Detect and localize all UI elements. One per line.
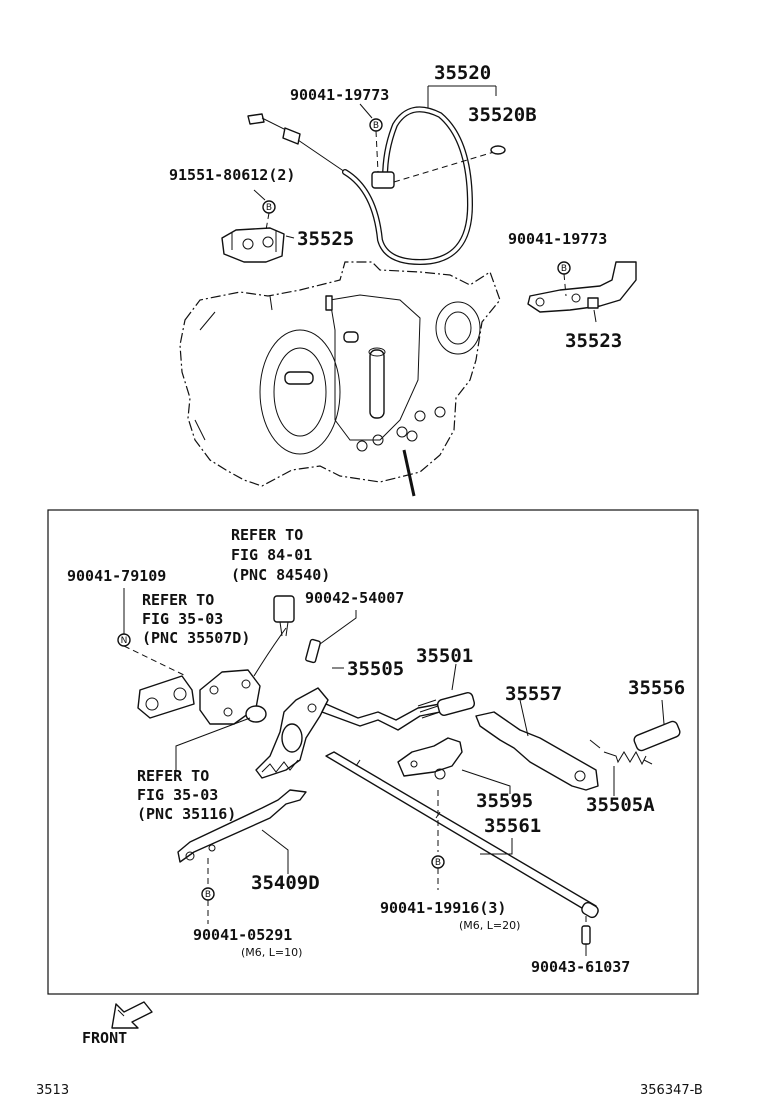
detent-plate [397,737,463,780]
shift-lever-35557 [475,711,599,791]
refer-to-3503b-line2: FIG 35-03 [137,786,218,804]
cable-bracket-35525 [221,227,285,263]
figure-number: 3513 [36,1083,69,1098]
selector-shaft [325,751,599,919]
transmission-case [179,261,501,497]
shaft-seal [245,705,267,723]
part-number-35520: 35520 [434,62,491,84]
drawing-number: 356347-B [640,1083,703,1098]
part-number-90041-19773-a: 90041-19773 [290,86,389,104]
part-number-35409D: 35409D [251,872,320,894]
part-number-90041-05291: 90041-05291 [193,926,292,944]
lock-plate [137,675,195,719]
part-number-35556: 35556 [628,677,685,699]
part-number-35595: 35595 [476,790,533,812]
refer-to-3503b-line1: REFER TO [137,767,209,785]
part-number-35525: 35525 [297,228,354,250]
part-number-35505: 35505 [347,658,404,680]
part-number-90041-19773-b: 90041-19773 [508,230,607,248]
part-number-35505A: 35505A [586,794,655,816]
detent-pin [633,720,681,752]
part-number-90041-19916: 90041-19916(3) [380,899,506,917]
svg-text:B: B [435,858,441,868]
svg-text:N: N [121,636,128,646]
part-number-35561: 35561 [484,815,541,837]
part-number-35523: 35523 [565,330,622,352]
front-label: FRONT [82,1029,127,1047]
detail-frame [47,509,699,995]
refer-to-3503a-line1: REFER TO [142,591,214,609]
refer-to-3503a-line2: FIG 35-03 [142,610,223,628]
bolt-symbol-n: N [117,633,131,647]
refer-to-3503a-line3: (PNC 35507D) [142,629,250,647]
shift-cable [247,106,506,266]
svg-text:B: B [266,203,272,213]
neutral-start-switch [199,595,295,725]
cable-bracket-35523 [527,261,637,313]
refer-to-84-line1: REFER TO [231,526,303,544]
bolt-symbol-b-2: B [262,200,276,214]
bolt-symbol-b-1: B [369,118,383,132]
svg-text:B: B [561,264,567,274]
manual-valve-lever-shaft [321,692,476,731]
refer-to-84-line3: (PNC 84540) [231,566,330,584]
part-number-90043-61037: 90043-61037 [531,958,630,976]
refer-to-3503b-line3: (PNC 35116) [137,805,236,823]
part-number-90041-79109: 90041-79109 [67,567,166,585]
front-arrow-icon [111,1001,153,1029]
bolt-symbol-b-3: B [557,261,571,275]
part-number-35557: 35557 [505,683,562,705]
part-number-35501: 35501 [416,645,473,667]
refer-to-84-line2: FIG 84-01 [231,546,312,564]
part-number-35520B: 35520B [468,104,537,126]
bolt-symbol-b-5: B [201,887,215,901]
svg-text:B: B [373,121,379,131]
part-number-90042-54007: 90042-54007 [305,589,404,607]
control-shaft-lever [255,687,329,779]
lever-bracket-35409D [177,789,307,863]
part-number-91551-80612: 91551-80612(2) [169,166,295,184]
detent-spring [589,739,653,766]
spec-m6-l10: (M6, L=10) [241,946,302,959]
plug-90043 [581,925,591,945]
bolt-symbol-b-4: B [431,855,445,869]
svg-text:B: B [205,890,211,900]
pin-90042 [305,610,357,664]
spec-m6-l20: (M6, L=20) [459,919,520,932]
